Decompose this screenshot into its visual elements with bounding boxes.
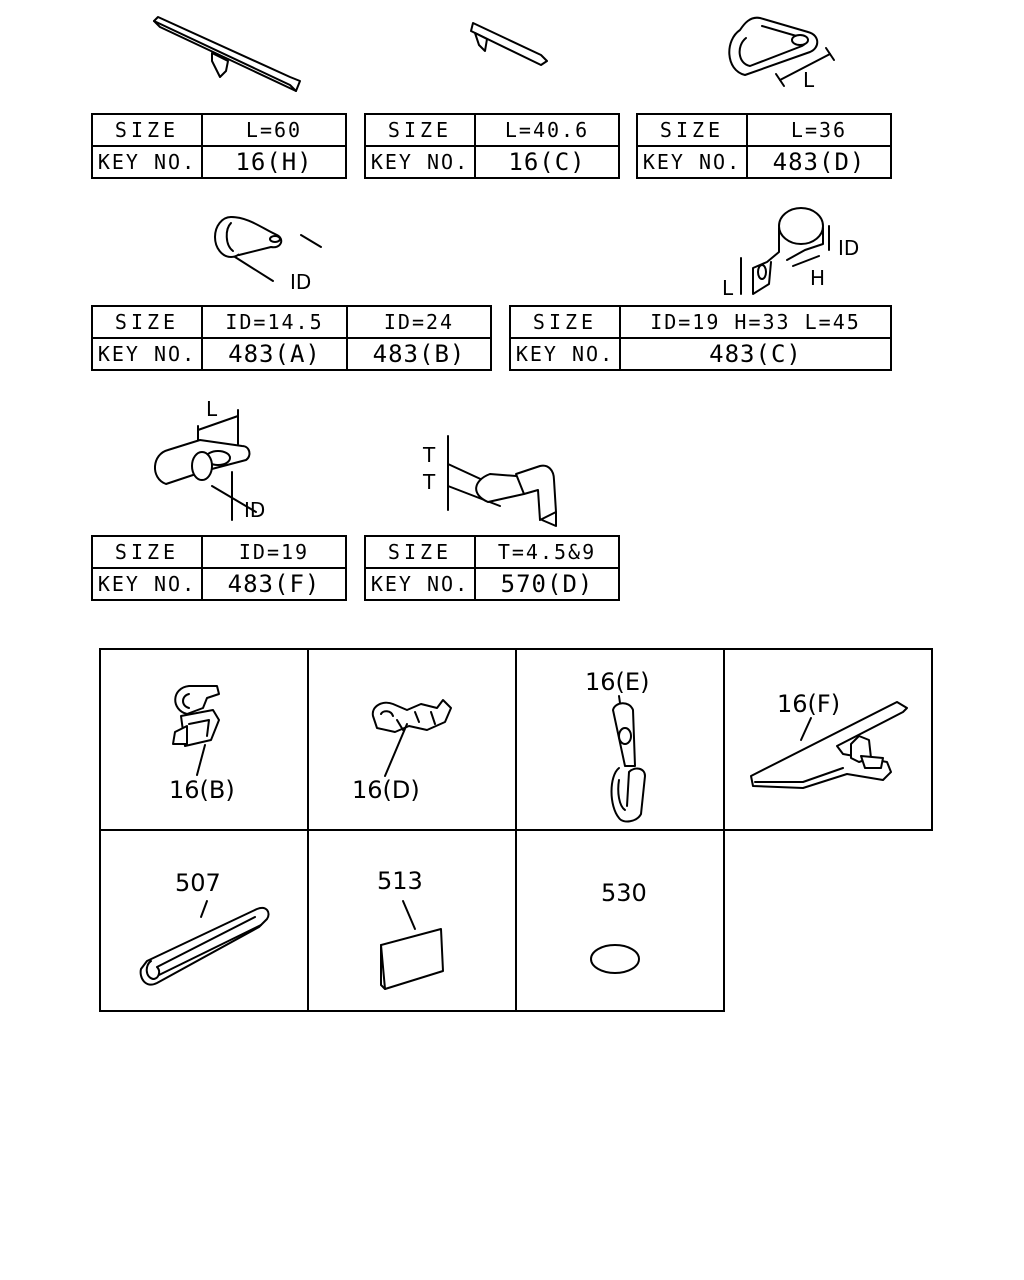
size-header: SIZE: [91, 113, 203, 147]
part-label: 513: [377, 867, 423, 895]
pad-513-drawing: [380, 900, 444, 990]
grid-cell-16e: 16(E): [515, 648, 725, 831]
key-header: KEY NO.: [364, 567, 476, 601]
dim-label-id-c: ID: [838, 236, 860, 260]
dim-label-l: L: [803, 68, 815, 92]
clamp-483d-drawing: [728, 16, 835, 87]
size-value: ID=19: [201, 535, 347, 569]
size-value: L=60: [201, 113, 347, 147]
clip-16b-drawing: [172, 685, 220, 747]
spec-table-483f: SIZE ID=19 KEY NO. 483(F): [91, 535, 347, 601]
size-value: L=40.6: [474, 113, 620, 147]
grid-cell-530: 530: [515, 829, 725, 1012]
key-value-a: 483(A): [201, 337, 348, 371]
spec-table-16c: SIZE L=40.6 KEY NO. 16(C): [364, 113, 620, 179]
spec-table-483d: SIZE L=36 KEY NO. 483(D): [636, 113, 892, 179]
clip-16d-drawing: [371, 699, 452, 733]
size-value: T=4.5&9: [474, 535, 620, 569]
key-value: 483(F): [201, 567, 347, 601]
dim-label-t-bottom: T: [423, 470, 436, 494]
key-value: 16(H): [201, 145, 347, 179]
part-label: 16(F): [777, 690, 841, 718]
key-header: KEY NO.: [91, 567, 203, 601]
part-label: 530: [601, 879, 647, 907]
dim-label-id-a: ID: [290, 270, 312, 294]
part-label: 16(B): [169, 776, 235, 804]
key-header: KEY NO.: [91, 145, 203, 179]
size-value-b: ID=24: [346, 305, 492, 339]
leader-line: [196, 744, 206, 776]
clamp-483c-drawing: [740, 207, 830, 295]
clip-16h-drawing: [153, 16, 301, 92]
spec-table-483c: SIZE ID=19 H=33 L=45 KEY NO. 483(C): [509, 305, 892, 371]
dim-label-l-c: L: [722, 276, 734, 300]
key-value: 570(D): [474, 567, 620, 601]
key-header: KEY NO.: [509, 337, 621, 371]
size-header: SIZE: [91, 305, 203, 339]
size-header: SIZE: [509, 305, 621, 339]
key-value: 483(C): [619, 337, 892, 371]
grid-cell-16f: 16(F): [723, 648, 933, 831]
clamp-483f-drawing: [154, 409, 257, 521]
clip-16f-drawing: [750, 701, 908, 789]
key-value: 16(C): [474, 145, 620, 179]
grid-cell-507: 507: [99, 829, 309, 1012]
clip-570d-drawing: [447, 435, 557, 527]
part-label: 507: [175, 869, 221, 897]
clip-16e-drawing: [610, 695, 646, 823]
grid-cell-16b: 16(B): [99, 648, 309, 831]
part-label: 16(E): [585, 668, 650, 696]
size-header: SIZE: [364, 113, 476, 147]
key-header: KEY NO.: [91, 337, 203, 371]
size-header: SIZE: [636, 113, 748, 147]
dim-label-l-f: L: [206, 397, 218, 421]
spec-table-570d: SIZE T=4.5&9 KEY NO. 570(D): [364, 535, 620, 601]
dim-label-t-top: T: [423, 443, 436, 467]
trim-507-drawing: [139, 900, 270, 986]
dim-label-h: H: [810, 266, 826, 290]
size-header: SIZE: [91, 535, 203, 569]
size-value: L=36: [746, 113, 892, 147]
spec-table-16h: SIZE L=60 KEY NO. 16(H): [91, 113, 347, 179]
spec-table-483ab: SIZE ID=14.5 ID=24 KEY NO. 483(A) 483(B): [91, 305, 492, 371]
clip-16c-drawing: [470, 22, 548, 66]
grommet-530-drawing: [590, 944, 640, 974]
key-value-b: 483(B): [346, 337, 492, 371]
part-label: 16(D): [352, 776, 420, 804]
grid-cell-16d: 16(D): [307, 648, 517, 831]
size-value: ID=19 H=33 L=45: [619, 305, 892, 339]
key-header: KEY NO.: [364, 145, 476, 179]
key-header: KEY NO.: [636, 145, 748, 179]
size-header: SIZE: [364, 535, 476, 569]
grid-cell-513: 513: [307, 829, 517, 1012]
dim-label-id-f: ID: [244, 498, 266, 522]
clamp-483ab-drawing: [214, 216, 322, 282]
size-value-a: ID=14.5: [201, 305, 348, 339]
leader-line: [384, 723, 408, 777]
key-value: 483(D): [746, 145, 892, 179]
